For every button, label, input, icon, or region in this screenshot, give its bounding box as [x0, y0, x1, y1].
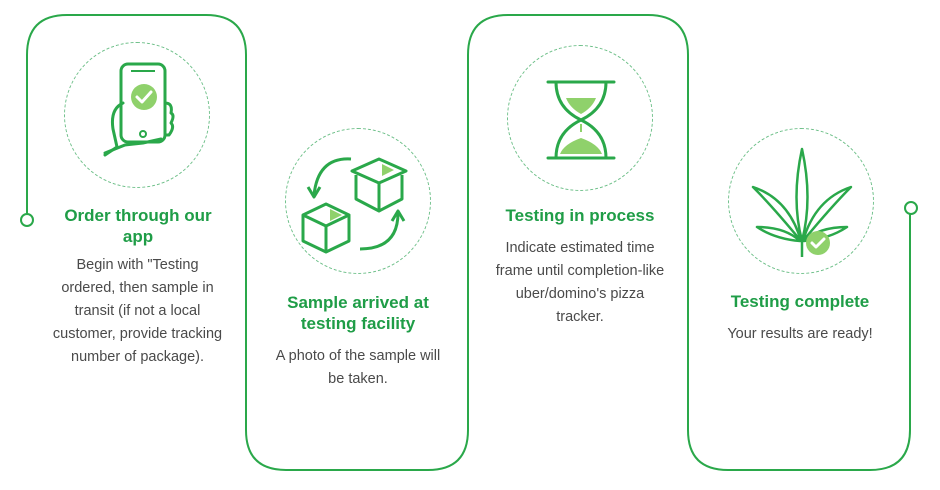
hourglass-icon [546, 80, 616, 160]
step-4-title: Testing complete [730, 292, 870, 311]
step-1-icon-circle [64, 42, 210, 188]
step-1-title: Order through our app [64, 206, 212, 246]
step-2-title: Sample arrived at testing facility [287, 293, 429, 333]
step-2-icon-circle [285, 128, 431, 274]
step-4-description: Your results are ready! [727, 326, 873, 342]
phone-checkmark-icon [103, 62, 175, 157]
start-node [20, 213, 34, 227]
end-node [904, 201, 918, 215]
step-4-icon-circle [728, 128, 874, 274]
cannabis-leaf-check-icon [751, 147, 853, 257]
step-3-icon-circle [507, 45, 653, 191]
step-1-description: Begin with "Testing ordered, then sample… [52, 257, 223, 365]
step-3-title: Testing in process [505, 206, 655, 225]
step-3-description: Indicate estimated time frame until comp… [495, 240, 665, 325]
package-boxes-icon [301, 157, 408, 254]
step-2-description: A photo of the sample will be taken. [275, 348, 441, 387]
